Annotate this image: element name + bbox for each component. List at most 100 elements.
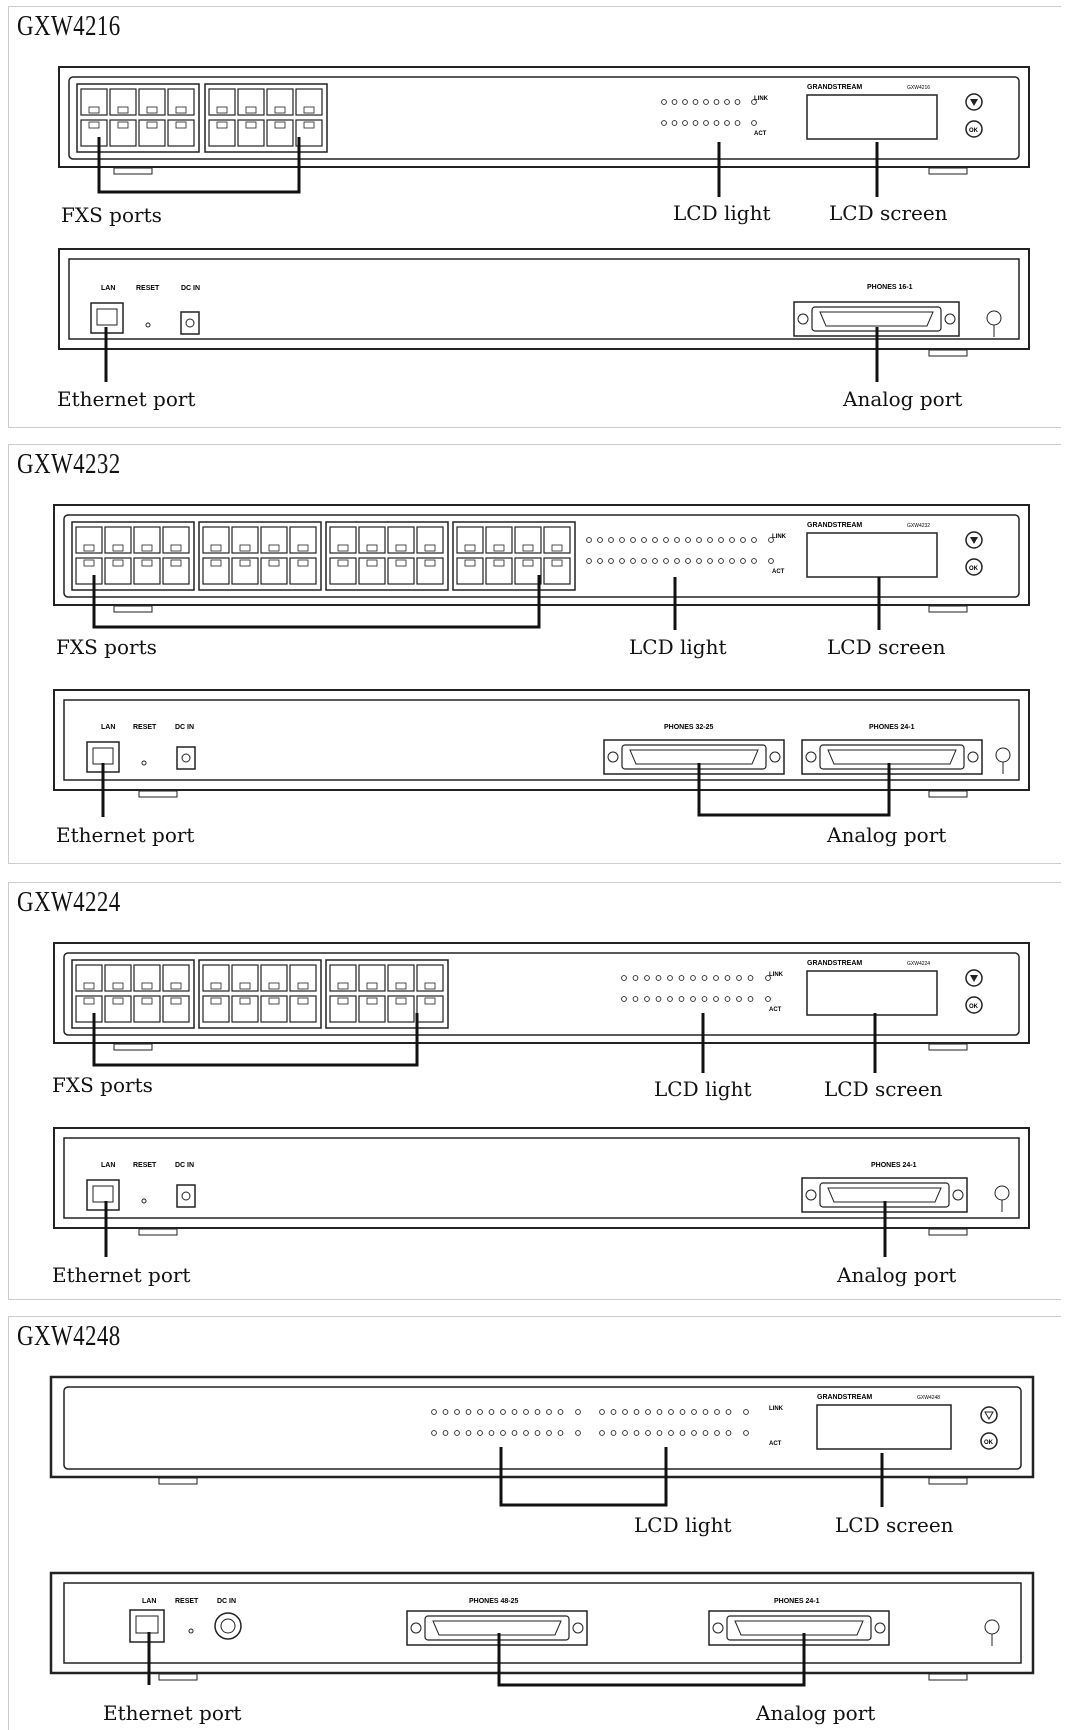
fxs-jack [295,119,323,147]
analog-port-label: Analog port [837,1263,957,1287]
led-indicator [696,558,702,564]
led-indicator [740,537,746,543]
led-indicator [608,558,614,564]
led-indicator [701,996,708,1002]
model-badge: GXW4216 [907,85,930,91]
fxs-jack [202,995,230,1023]
connector-label-2: PHONES 24-1 [774,1598,820,1605]
fxs-jack [416,526,444,554]
lcd-light-label: LCD light [629,635,727,659]
led-indicator [703,99,709,105]
fxs-jack [289,557,317,585]
fxs-jack [456,526,484,554]
led-indicator [442,1409,449,1415]
led-link-label: LINK [754,96,769,102]
chevron-down-icon [970,975,978,982]
led-indicator [656,1430,663,1436]
fxs-jack [260,964,288,992]
fxs-jack [514,557,542,585]
lan-label: LAN [142,1598,156,1605]
led-indicator [454,1409,460,1415]
led-indicator [696,537,702,543]
led-indicator [718,537,724,543]
led-indicator [599,1430,605,1436]
led-indicator [725,1430,732,1436]
analog-port-label: Analog port [827,823,947,847]
fxs-callout-line [97,137,301,194]
fxs-jack [167,88,195,116]
led-indicator [511,1430,518,1436]
led-indicator [674,537,680,543]
lcd-screen-label: LCD screen [824,1077,943,1101]
led-act-label: ACT [769,1007,782,1013]
rear-panel: LAN RESET DC IN PHONES 24-1 [53,1127,1030,1236]
fxs-jack [104,557,132,585]
fxs-jack [75,995,103,1023]
fxs-jack [358,526,386,554]
led-link-label: LINK [769,1406,784,1412]
lcd-screen-label: LCD screen [827,635,946,659]
led-array [586,537,774,564]
fxs-jack [387,526,415,554]
led-indicator [685,537,691,543]
fxs-port-block [71,959,449,1029]
brand-logo: GRANDSTREAM [807,960,862,967]
dc-in-jack [176,1184,196,1208]
led-indicator [644,975,650,981]
led-indicator [736,975,742,981]
section-gxw4216: GXW4216 LINK ACT GRANDSTREAM GXW4216 OK [8,6,1061,428]
led-indicator [692,120,699,126]
ethernet-port-label: Ethernet port [52,1263,191,1287]
led-indicator [714,1409,720,1415]
led-indicator [668,1409,674,1415]
fxs-jack [231,995,259,1023]
fxs-jack [387,964,415,992]
led-indicator [713,120,720,126]
fxs-jack [138,88,166,116]
led-indicator [655,996,662,1002]
lcd-screen [806,94,938,140]
led-indicator [632,975,639,981]
fxs-jack [80,88,108,116]
fxs-callout-line [92,575,541,629]
led-indicator [724,99,730,105]
fxs-jack [485,526,513,554]
led-indicator [465,1430,472,1436]
led-indicator [511,1409,518,1415]
led-indicator [619,537,625,543]
led-indicator [431,1430,437,1436]
device-illustration: LINK ACT GRANDSTREAM GXW4216 OK LAN RESE… [58,66,1030,382]
led-indicator [431,1409,437,1415]
led-indicator [610,1430,617,1436]
ok-button [965,996,983,1014]
led-indicator [633,1430,640,1436]
ok-button-label: OK [969,128,979,134]
ok-button [980,1432,998,1450]
section-gxw4224: GXW4224 LINK ACT GRANDSTREAM GXW4224 [8,882,1061,1300]
led-indicator [702,1409,709,1415]
section-gxw4248: GXW4248 LINK ACT GRANDSTREAM GXW4248 OK [8,1316,1061,1730]
brand-logo: GRANDSTREAM [817,1394,872,1401]
led-array [621,975,771,1002]
fxs-jack [295,88,323,116]
led-indicator [751,558,757,564]
led-indicator [736,996,742,1002]
led-indicator [724,975,731,981]
connector-label: PHONES 24-1 [871,1162,917,1169]
led-indicator [597,537,603,543]
led-indicator [703,120,709,126]
fxs-jack [329,995,357,1023]
led-indicator [724,120,730,126]
model-title: GXW4248 [17,1321,121,1352]
analog-callout-line [697,763,891,817]
led-indicator [674,558,680,564]
brand-logo: GRANDSTREAM [807,522,862,529]
lcd-screen [806,532,938,578]
led-indicator [734,120,741,126]
front-panel: LINK ACT GRANDSTREAM GXW4216 OK [58,66,1030,175]
led-indicator [557,1409,564,1415]
led-indicator [682,120,688,126]
led-indicator [751,537,757,543]
fxs-jack [260,526,288,554]
fxs-jack [231,964,259,992]
